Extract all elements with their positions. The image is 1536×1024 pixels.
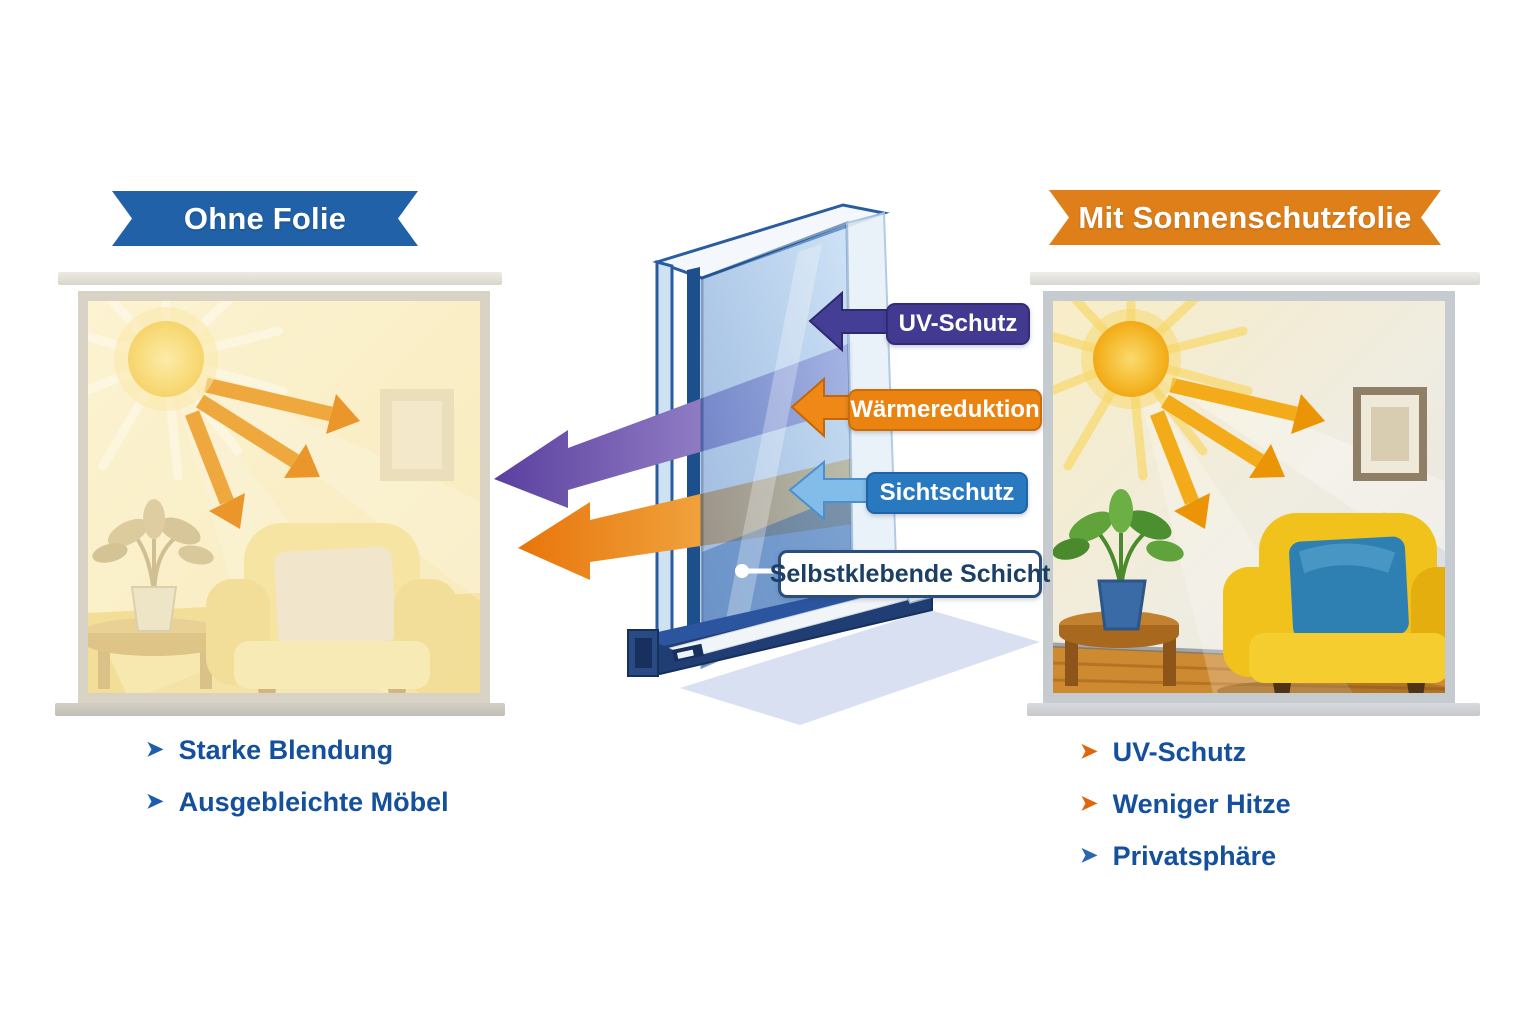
right-banner: Mit Sonnenschutzfolie — [1049, 190, 1441, 245]
left-bullet-list: ➤ Starke Blendung ➤ Ausgebleichte Möbel — [146, 735, 449, 818]
faded-overlay — [88, 301, 480, 693]
bullet-arrow-icon: ➤ — [1080, 740, 1098, 763]
armchair — [206, 523, 458, 693]
label-pill-selbstklebende-schicht: Selbstklebende Schicht — [770, 550, 1050, 598]
bullet-arrow-icon: ➤ — [146, 738, 164, 761]
uv-arrow-icon — [808, 290, 891, 353]
list-item: ➤ Ausgebleichte Möbel — [146, 787, 449, 818]
window-cross-section — [494, 203, 1040, 725]
bullet-label: Ausgebleichte Möbel — [178, 787, 449, 817]
potted-plant — [1053, 489, 1184, 631]
left-room-sill — [55, 703, 505, 716]
label-pill-sichtschutz: Sichtschutz — [866, 472, 1028, 514]
bullet-arrow-icon: ➤ — [146, 790, 164, 813]
left-room-pelmet — [58, 272, 502, 285]
label-pill-uv-schutz: UV-Schutz — [886, 303, 1030, 345]
label-privacy-text: Sichtschutz — [879, 479, 1015, 506]
label-adhesive-text: Selbstklebende Schicht — [769, 559, 1051, 588]
list-item: ➤ UV-Schutz — [1080, 737, 1291, 768]
bullet-arrow-icon: ➤ — [1080, 792, 1098, 815]
bullet-label: Privatsphäre — [1112, 841, 1277, 871]
window-shadow — [680, 610, 1040, 725]
left-banner: Ohne Folie — [112, 191, 418, 246]
sun-arrows — [185, 377, 360, 529]
sun — [1081, 309, 1181, 409]
film-edge — [687, 267, 700, 663]
armchair — [1217, 513, 1445, 693]
side-table — [88, 618, 226, 689]
protected-room-scene — [1053, 301, 1445, 693]
bullet-label: UV-Schutz — [1112, 737, 1247, 767]
bullet-label: Starke Blendung — [178, 735, 394, 765]
right-room-sill — [1027, 703, 1480, 716]
faded-room-scene — [88, 301, 480, 693]
picture-frame — [380, 389, 454, 481]
picture-frame — [1353, 387, 1427, 481]
right-bullet-list: ➤ UV-Schutz ➤ Weniger Hitze ➤ Privatsphä… — [1080, 737, 1291, 872]
bullet-label: Weniger Hitze — [1112, 789, 1291, 819]
sun — [114, 307, 218, 411]
label-pill-waermereduktion: Wärmereduktion — [848, 389, 1042, 431]
label-heat-text: Wärmereduktion — [850, 396, 1040, 423]
potted-plant — [92, 499, 214, 632]
bullet-arrow-icon: ➤ — [1080, 844, 1098, 867]
left-room-illustration — [78, 291, 490, 703]
right-banner-label: Mit Sonnenschutzfolie — [1078, 199, 1412, 235]
heat-arrow-icon — [790, 376, 853, 439]
list-item: ➤ Weniger Hitze — [1080, 789, 1291, 820]
label-uv-text: UV-Schutz — [898, 310, 1018, 337]
adhesive-connector — [735, 564, 780, 578]
right-room-illustration — [1043, 291, 1455, 703]
right-room-pelmet — [1030, 272, 1480, 285]
sun-arrows — [1150, 377, 1325, 529]
privacy-arrow-icon — [788, 459, 869, 522]
list-item: ➤ Privatsphäre — [1080, 841, 1291, 872]
left-banner-label: Ohne Folie — [183, 200, 347, 236]
list-item: ➤ Starke Blendung — [146, 735, 449, 766]
